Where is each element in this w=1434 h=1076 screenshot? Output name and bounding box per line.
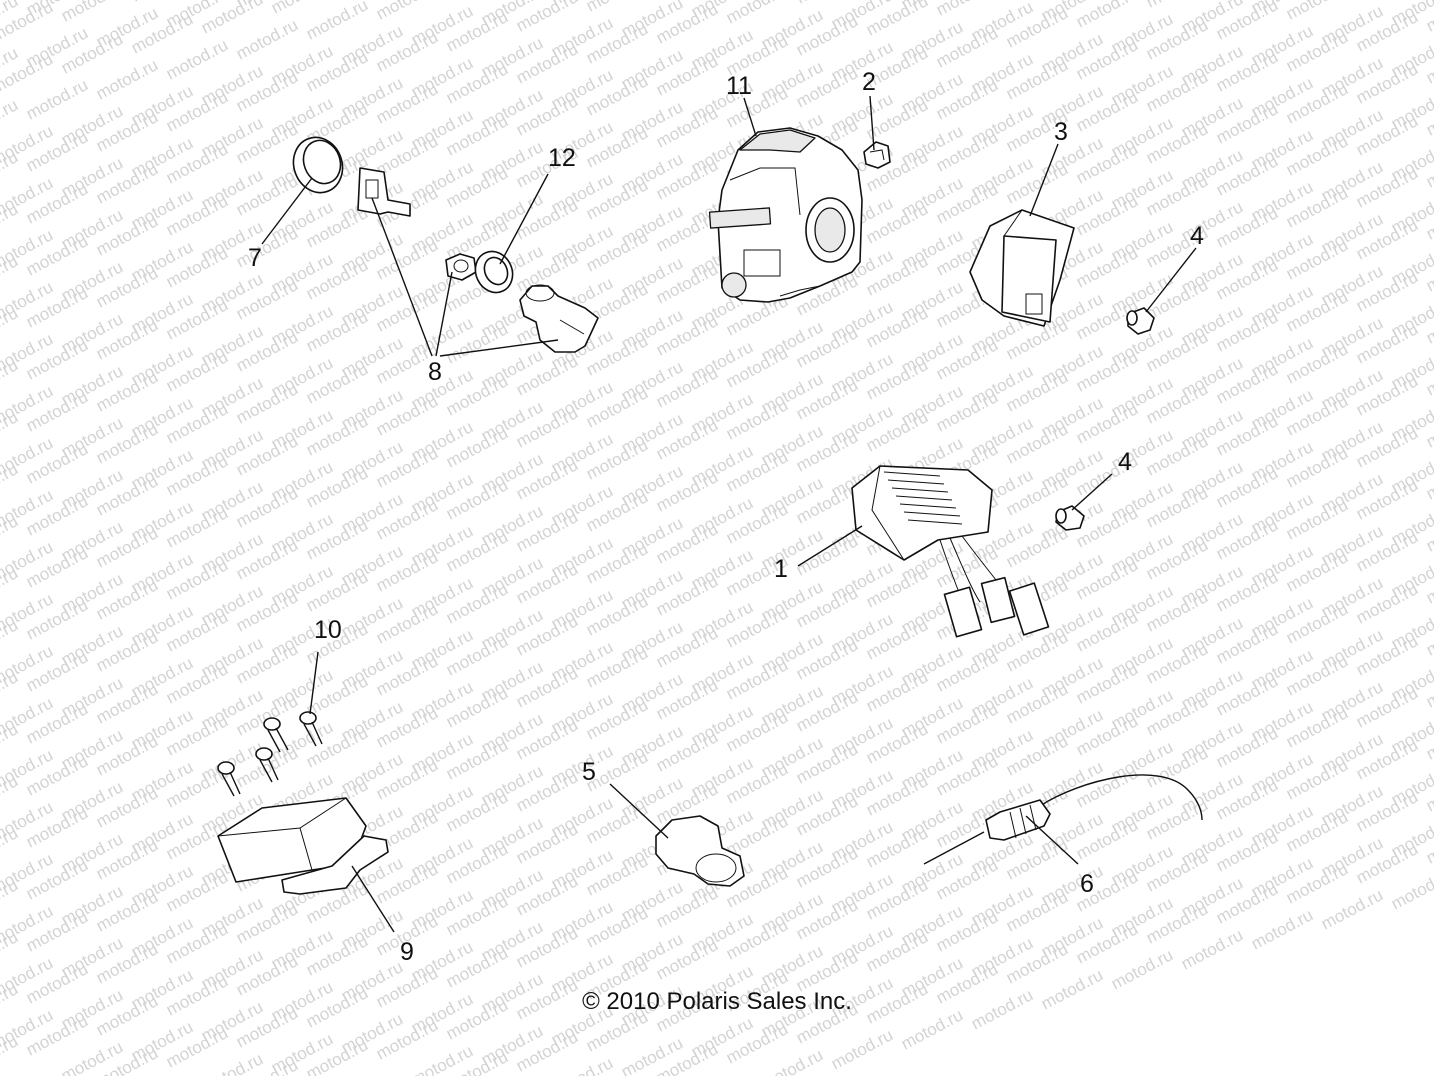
callout-11: 11 xyxy=(726,72,752,100)
watermark-text: motod.ru xyxy=(1318,885,1386,933)
watermark-text: motod.ru xyxy=(1423,0,1434,36)
callout-8: 8 xyxy=(428,358,442,386)
callout-6: 6 xyxy=(1080,870,1094,898)
watermark-text: motod.ru xyxy=(758,1045,826,1076)
callout-2: 2 xyxy=(862,68,876,96)
callout-4-upper: 4 xyxy=(1190,222,1204,250)
watermark-text: motod.ru xyxy=(723,0,791,28)
callout-3: 3 xyxy=(1054,118,1068,146)
watermark-text: motod.ru xyxy=(1178,925,1246,973)
watermark-text: motod.ru xyxy=(233,15,301,63)
callout-5: 5 xyxy=(582,758,596,786)
watermark-text: motod.ru xyxy=(163,35,231,83)
callout-9: 9 xyxy=(400,938,414,966)
watermark-text: motod.ru xyxy=(1108,945,1176,993)
watermark-text: motod.ru xyxy=(1248,905,1316,953)
watermark-text: motod.ru xyxy=(828,1025,896,1073)
copyright-notice: © 2010 Polaris Sales Inc. xyxy=(582,988,852,1015)
part-2-clip xyxy=(863,141,891,169)
callout-7: 7 xyxy=(248,244,262,272)
watermark-text: motod.ru xyxy=(93,55,161,103)
watermark-text: motod.ru xyxy=(1388,865,1434,913)
watermark-text: motod.ru xyxy=(548,1053,616,1076)
watermark-text: motod.ru xyxy=(198,1049,266,1076)
callout-1: 1 xyxy=(774,555,788,583)
watermark-text: motod.ru xyxy=(303,0,371,44)
callout-4-lower: 4 xyxy=(1118,448,1132,476)
callout-12: 12 xyxy=(548,144,576,172)
callout-10: 10 xyxy=(314,616,342,644)
watermark-text: motod.ru xyxy=(23,75,91,123)
